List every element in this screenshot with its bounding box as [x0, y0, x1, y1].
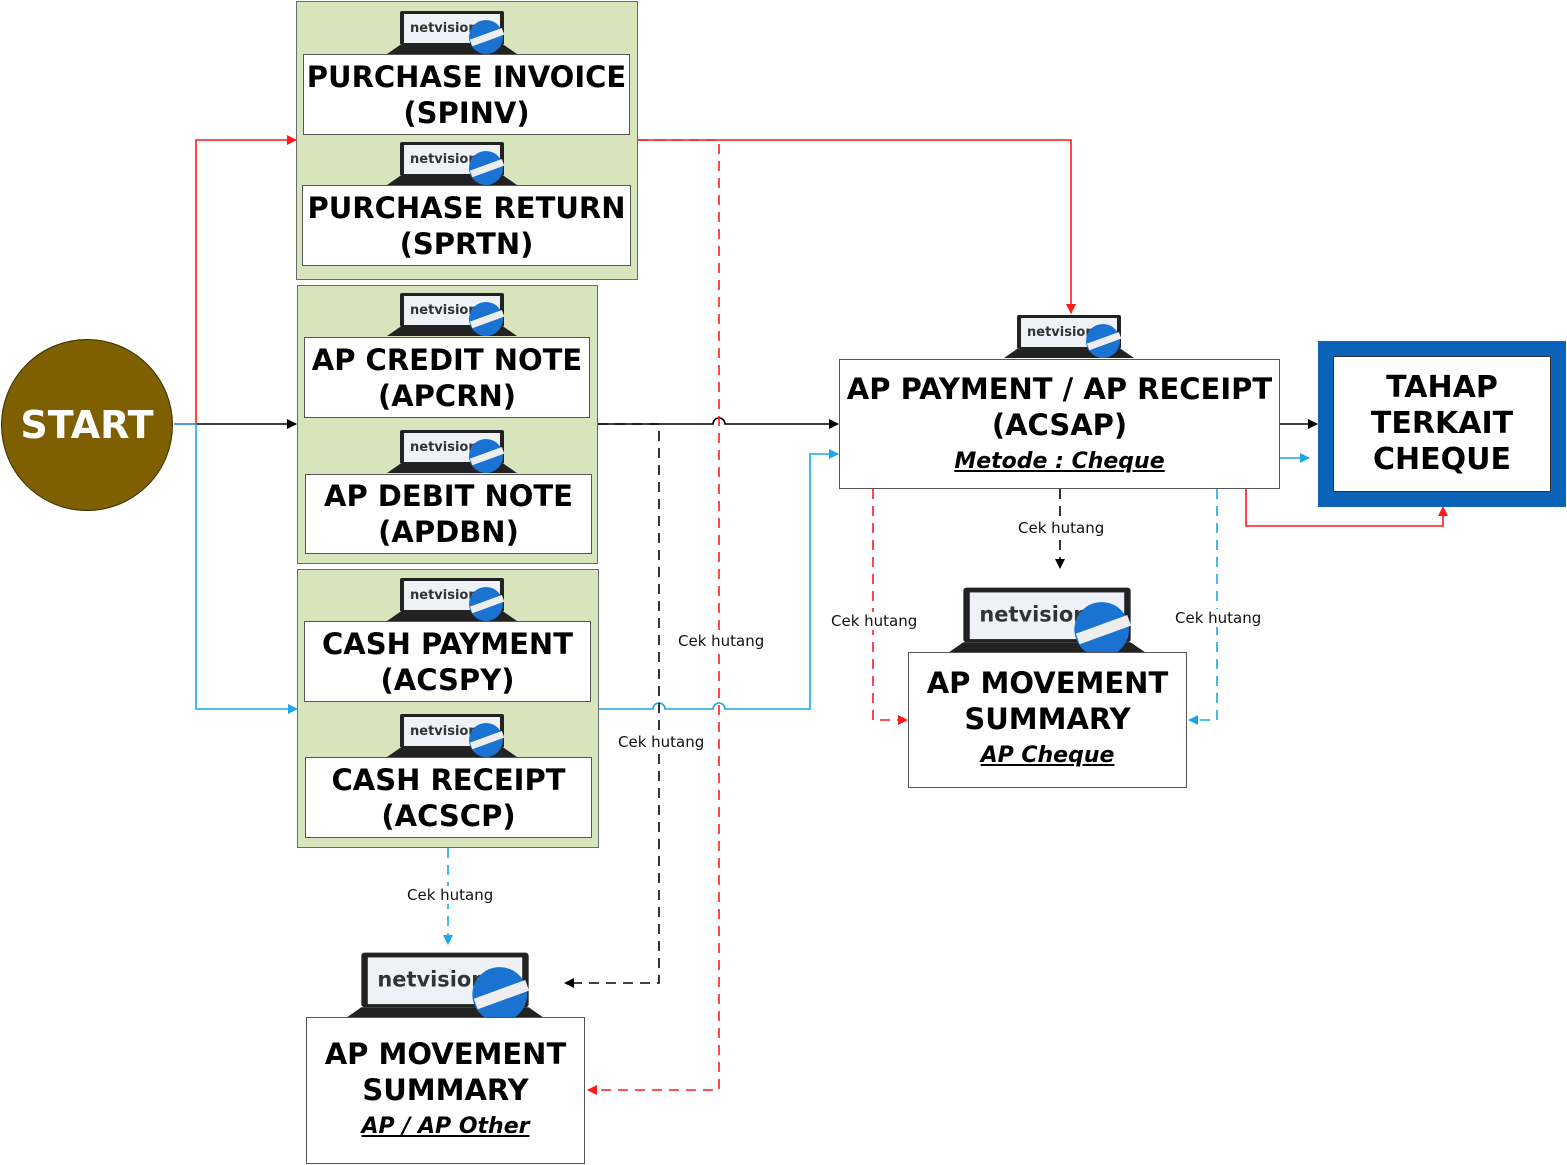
purchase-return-box[interactable]: PURCHASE RETURN (SPRTN): [302, 185, 631, 266]
netvision-laptop-icon: netvision: [386, 10, 518, 60]
ap-movement-other-line2: SUMMARY: [362, 1073, 529, 1107]
ap-movement-other-box[interactable]: AP MOVEMENT SUMMARY AP / AP Other: [306, 1017, 585, 1164]
cash-payment-title: CASH PAYMENT: [322, 626, 573, 661]
ap-credit-note-code: (APCRN): [377, 378, 517, 413]
ap-debit-note-code: (APDBN): [378, 515, 519, 549]
cheque-stage-line3: CHEQUE: [1373, 442, 1511, 477]
ap-movement-cheque-line2: SUMMARY: [964, 702, 1131, 736]
cek-hutang-label: Cek hutang: [830, 612, 919, 630]
ap-movement-cheque-sub: AP Cheque: [980, 743, 1115, 768]
cheque-stage-line2: TERKAIT: [1370, 406, 1514, 441]
cheque-stage-inner: TAHAP TERKAIT CHEQUE: [1333, 356, 1551, 492]
start-to-cash-arrow: [174, 423, 298, 714]
cek-hutang-label: Cek hutang: [1174, 609, 1263, 627]
ap-payment-title: AP PAYMENT / AP RECEIPT: [846, 372, 1273, 406]
ap-payment-code: (ACSAP): [991, 408, 1128, 442]
cash-payment-code: (ACSPY): [380, 662, 515, 697]
svg-text:netvision: netvision: [410, 152, 478, 167]
netvision-laptop-icon: netvision: [386, 141, 518, 191]
start-label: START: [20, 403, 154, 447]
cash-receipt-title: CASH RECEIPT: [331, 762, 566, 797]
ap-payment-method: Metode : Cheque: [954, 449, 1165, 474]
cheque-stage-line1: TAHAP: [1386, 370, 1498, 405]
ap-debit-note-title: AP DEBIT NOTE: [324, 479, 573, 513]
svg-text:netvision: netvision: [410, 588, 478, 603]
appayment-to-movement-cheque-blue-dashed: [1188, 489, 1218, 725]
netvision-laptop-icon: netvision: [1003, 314, 1135, 364]
appayment-to-movement-cheque-red-dashed: [872, 489, 908, 725]
cash-to-appayment-arrow: [599, 449, 839, 710]
netvision-laptop-icon: netvision: [386, 577, 518, 627]
purchase-invoice-box[interactable]: PURCHASE INVOICE (SPINV): [303, 54, 630, 135]
purchase-to-movement-other-dashed: [587, 139, 720, 1095]
cheque-stage-box[interactable]: TAHAP TERKAIT CHEQUE: [1318, 341, 1566, 507]
cek-hutang-label: Cek hutang: [406, 886, 495, 904]
purchase-invoice-title: PURCHASE INVOICE: [306, 59, 627, 94]
cash-payment-box[interactable]: CASH PAYMENT (ACSPY): [304, 621, 591, 702]
netvision-laptop-icon: netvision: [386, 292, 518, 342]
ap-movement-other-sub: AP / AP Other: [361, 1114, 530, 1139]
netvision-laptop-icon: netvision: [386, 713, 518, 763]
start-to-purchase-arrow: [174, 135, 297, 425]
cek-hutang-label: Cek hutang: [1017, 519, 1106, 537]
svg-text:netvision: netvision: [410, 303, 478, 318]
ap-movement-other-line1: AP MOVEMENT: [324, 1037, 567, 1071]
apnotes-to-movement-other-dashed: [564, 423, 660, 988]
purchase-invoice-code: (SPINV): [403, 95, 530, 130]
ap-credit-note-title: AP CREDIT NOTE: [311, 342, 583, 377]
cek-hutang-label: Cek hutang: [677, 632, 766, 650]
appayment-to-cheque-red-arrow: [1245, 489, 1448, 527]
svg-text:netvision: netvision: [410, 724, 478, 739]
ap-movement-cheque-line1: AP MOVEMENT: [926, 666, 1169, 700]
svg-text:netvision: netvision: [377, 967, 486, 991]
purchase-to-appayment-arrow: [638, 139, 1076, 314]
netvision-laptop-icon: netvision: [337, 951, 553, 1029]
svg-text:netvision: netvision: [1027, 325, 1095, 340]
netvision-laptop-icon: netvision: [386, 429, 518, 479]
apnotes-to-appayment-arrow: [598, 417, 839, 429]
ap-debit-note-box[interactable]: AP DEBIT NOTE (APDBN): [305, 474, 592, 554]
ap-credit-note-box[interactable]: AP CREDIT NOTE (APCRN): [304, 337, 590, 418]
ap-payment-box[interactable]: AP PAYMENT / AP RECEIPT (ACSAP) Metode :…: [839, 359, 1280, 489]
cash-receipt-box[interactable]: CASH RECEIPT (ACSCP): [305, 757, 592, 838]
svg-text:netvision: netvision: [410, 21, 478, 36]
purchase-return-code: (SPRTN): [399, 226, 534, 261]
start-node[interactable]: START: [1, 339, 173, 511]
ap-movement-cheque-box[interactable]: AP MOVEMENT SUMMARY AP Cheque: [908, 652, 1187, 788]
purchase-return-title: PURCHASE RETURN: [307, 190, 626, 225]
svg-text:netvision: netvision: [979, 602, 1088, 626]
cek-hutang-label: Cek hutang: [617, 733, 706, 751]
svg-text:netvision: netvision: [410, 440, 478, 455]
cash-receipt-code: (ACSCP): [381, 798, 516, 833]
